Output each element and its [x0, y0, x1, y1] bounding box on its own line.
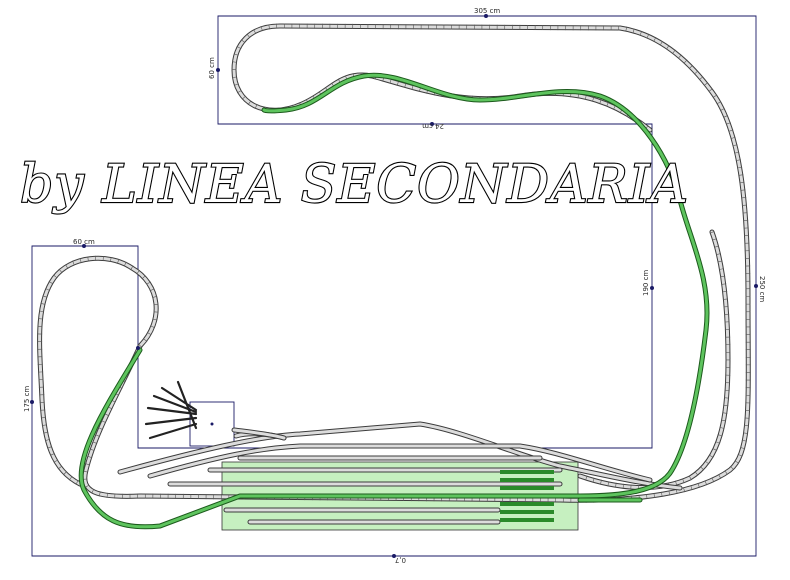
dim-top-width: 305 cm: [474, 7, 500, 15]
dim-left-height: 175 cm: [23, 386, 31, 412]
dim-marker: [392, 554, 396, 558]
right-siding-track: [577, 229, 731, 491]
turntable-center: [210, 422, 214, 426]
dim-top-left-height: 60 cm: [208, 57, 216, 79]
yard-stub-tracks: [500, 470, 554, 522]
dim-marker: [216, 68, 220, 72]
dim-marker: [30, 400, 34, 404]
dim-marker: [754, 284, 758, 288]
dim-left-width: 60 cm: [73, 238, 95, 246]
left-return-loop: [37, 255, 159, 487]
turntable-fan-tracks: [144, 380, 287, 441]
dim-top-inner-width: 24 cm: [422, 122, 444, 130]
dim-marker: [136, 346, 140, 350]
baseboard-outline: [31, 15, 757, 557]
dim-marker: [484, 14, 488, 18]
dim-marker: [650, 286, 654, 290]
dim-right-height: 250 cm: [758, 276, 766, 302]
dim-inner-right-height: 190 cm: [642, 270, 650, 296]
dim-bottom-width: 0,7: [395, 556, 406, 564]
dim-marker: [430, 122, 434, 126]
main-loop-track: [82, 23, 751, 503]
dim-marker: [82, 244, 86, 248]
watermark-title: by LINEA SECONDARIA: [20, 155, 689, 215]
green-line-track: [78, 72, 710, 530]
